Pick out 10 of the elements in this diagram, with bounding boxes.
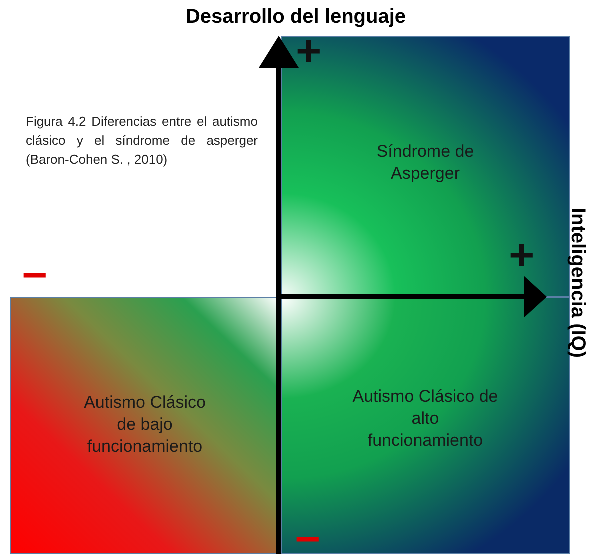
- axis-label: Desarrollo del lenguaje: [184, 6, 408, 29]
- quadrant-label: Autismo Clásico de alto funcionamiento: [352, 386, 500, 452]
- minus-sign: −: [295, 518, 321, 554]
- plus-sign: +: [509, 234, 535, 278]
- minus-sign: −: [22, 254, 48, 298]
- axis-label: Inteligencia (IQ): [566, 208, 589, 358]
- figure-caption: Figura 4.2 Diferencias entre el autismo clásico y el síndrome de asperger (Baron-Cohen S. , 2010): [26, 113, 258, 169]
- plus-sign: +: [296, 30, 322, 74]
- quadrant-label: Síndrome de Asperger: [376, 141, 476, 185]
- quadrant-label: Autismo Clásico de bajo funcionamiento: [83, 392, 207, 458]
